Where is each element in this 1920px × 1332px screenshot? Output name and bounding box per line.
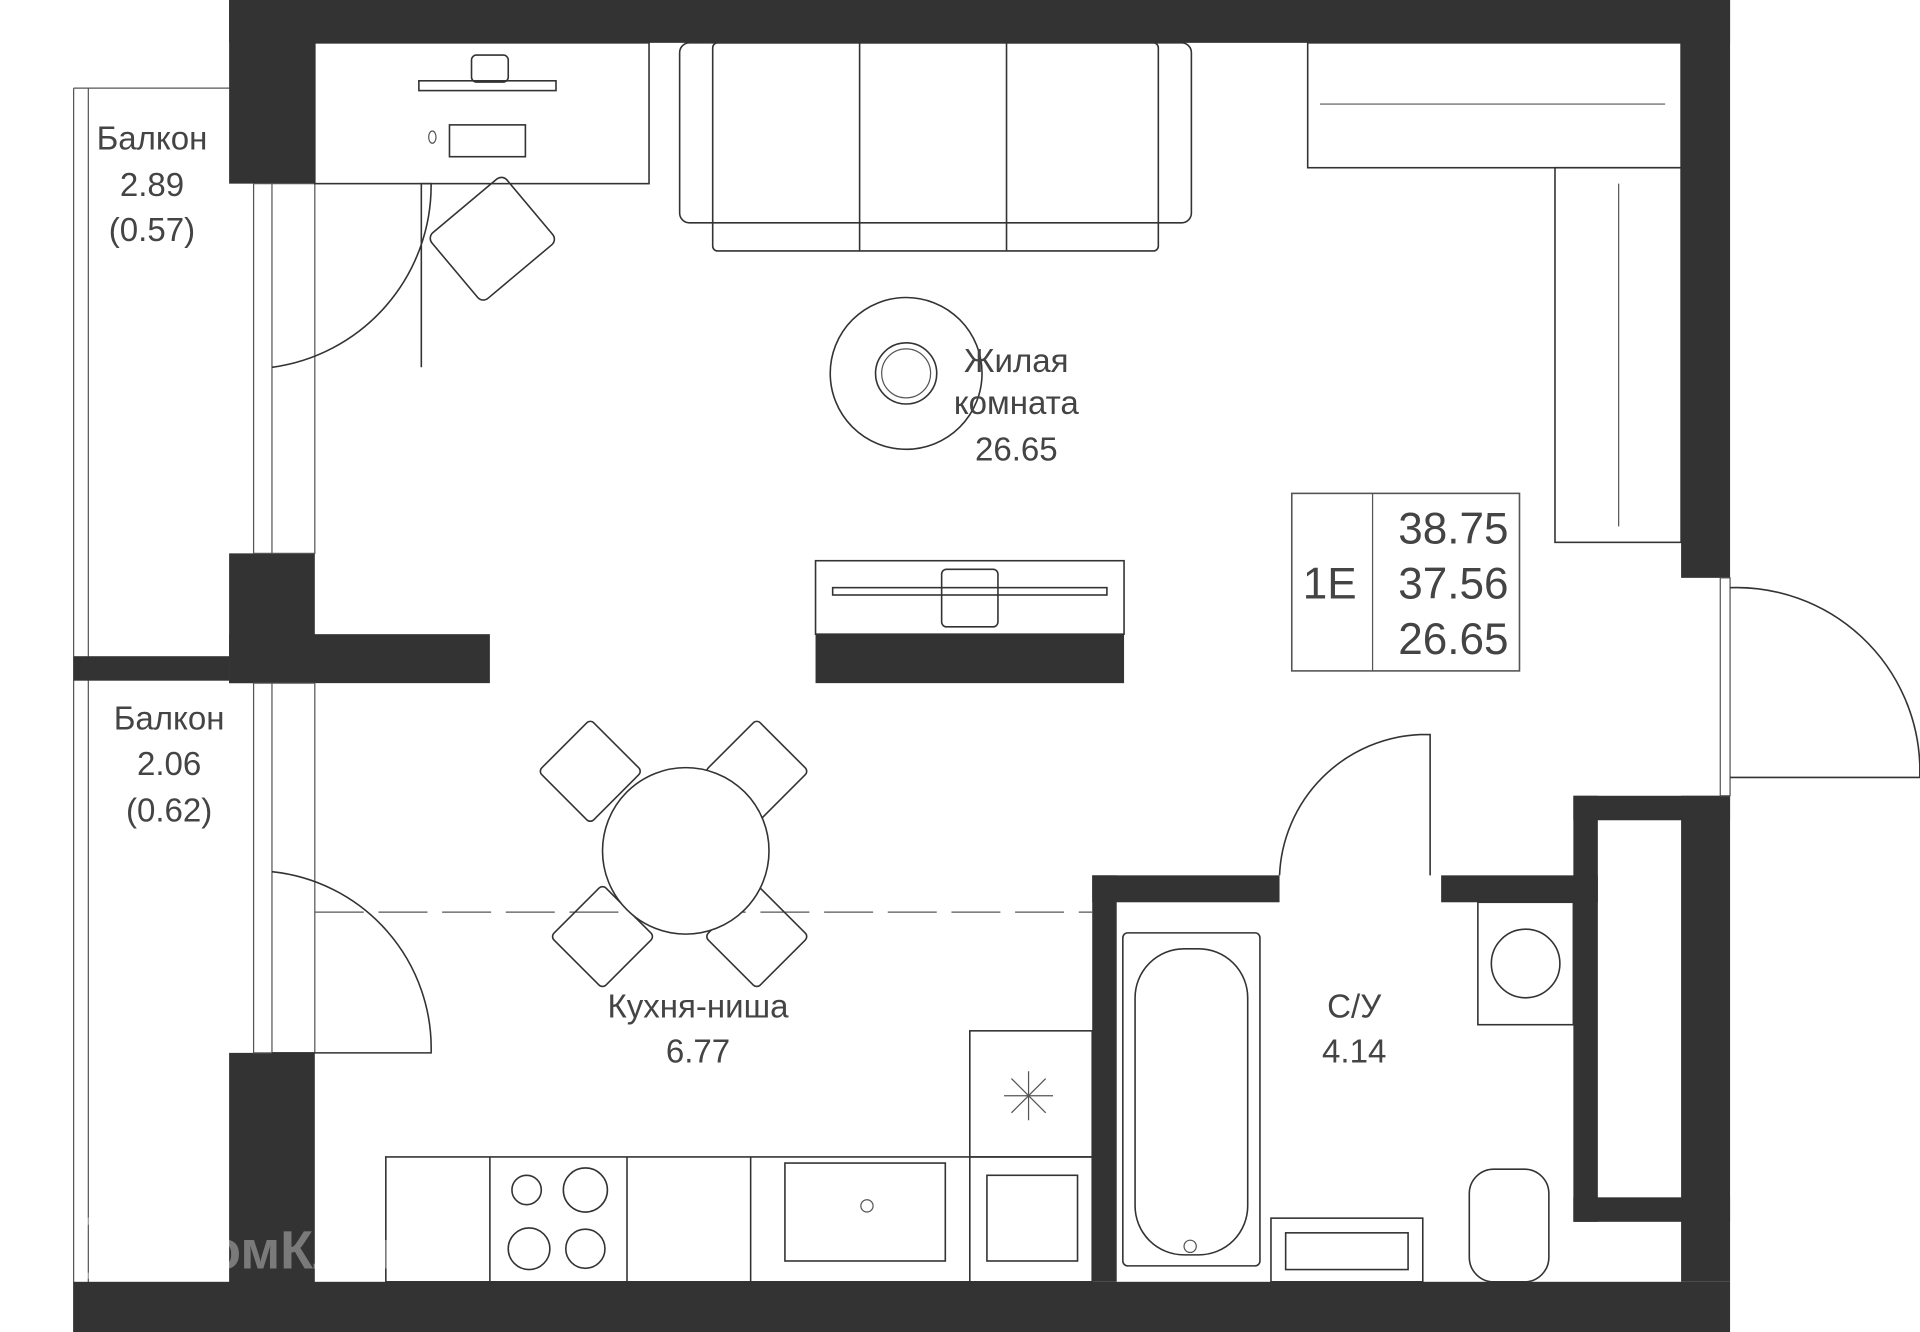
living-room-label: Жилая комната 26.65 [954,343,1080,468]
svg-text:комната: комната [954,385,1080,422]
bathroom-fixtures [1122,901,1575,1283]
balcony-top-label: Балкон 2.89 (0.57) [97,120,208,249]
svg-text:Кухня-ниша: Кухня-ниша [607,988,789,1025]
area-without-balcony: 37.56 [1398,560,1508,609]
total-area: 38.75 [1398,505,1508,554]
svg-text:ДомКлик: ДомКлик [169,1220,407,1280]
tv-stand [814,559,1125,635]
svg-text:(0.62): (0.62) [126,792,212,829]
svg-text:(0.57): (0.57) [109,212,195,249]
dining-table [314,720,1093,988]
apartment-type: 1E [1303,560,1357,609]
info-box: 1E 38.75 37.56 26.65 [1290,492,1521,672]
svg-text:6.77: 6.77 [666,1034,730,1071]
balcony-bottom-label: Балкон 2.06 (0.62) [114,701,225,830]
kitchen-label: Кухня-ниша 6.77 [607,988,789,1070]
svg-text:Балкон: Балкон [114,701,225,738]
rug [829,296,983,451]
living-area: 26.65 [1398,615,1508,664]
svg-text:2.89: 2.89 [120,167,184,204]
kitchen-counter [385,1030,1094,1283]
svg-text:Жилая: Жилая [964,343,1069,380]
walls [73,0,1731,1332]
svg-text:Балкон: Балкон [97,120,208,157]
watermark: ДомКлик [80,1196,407,1280]
desk [314,42,650,301]
svg-text:С/У: С/У [1327,988,1382,1025]
doors [271,182,1920,1054]
svg-text:4.14: 4.14 [1322,1034,1386,1071]
balcony-frame [73,87,230,1332]
bathroom-label: С/У 4.14 [1322,988,1386,1070]
svg-text:26.65: 26.65 [975,431,1058,468]
wardrobe [1306,42,1682,544]
svg-text:2.06: 2.06 [137,746,201,783]
sofa [678,42,1193,252]
